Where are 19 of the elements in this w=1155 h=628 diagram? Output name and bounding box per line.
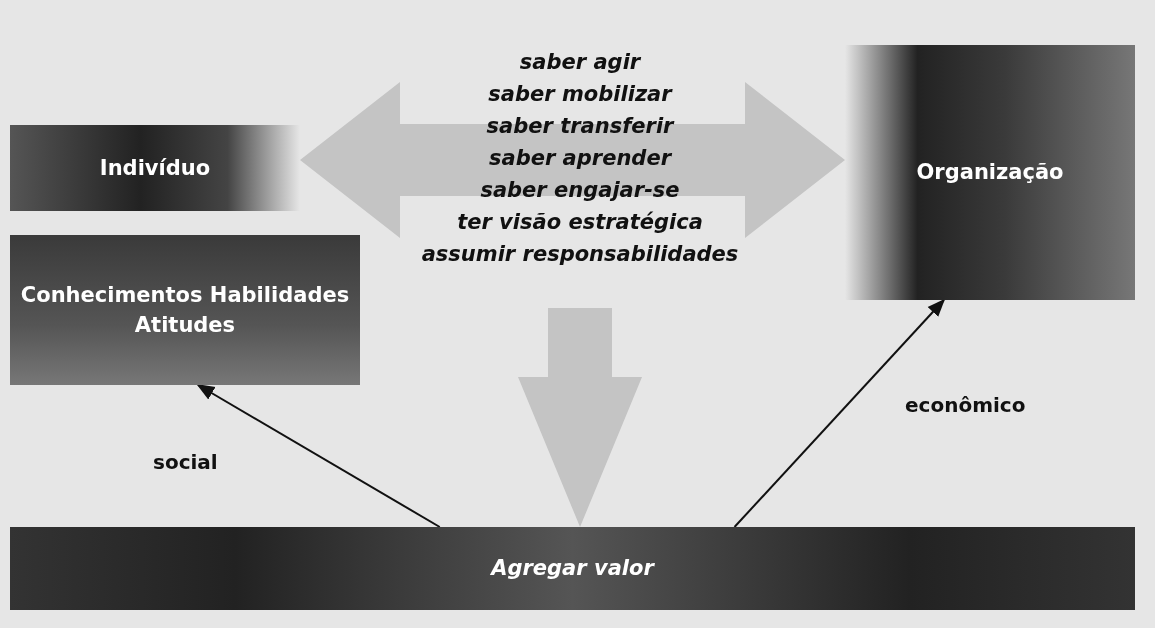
wide-arrow bbox=[518, 308, 642, 527]
band-label: Organização bbox=[916, 159, 1064, 187]
arrow bbox=[733, 298, 946, 528]
wide-arrow bbox=[300, 82, 845, 238]
phrase: saber mobilizar bbox=[488, 81, 672, 108]
phrase: saber transferir bbox=[486, 113, 674, 140]
phrase: saber engajar-se bbox=[480, 177, 680, 204]
phrase: saber aprender bbox=[489, 145, 671, 172]
phrase: assumir responsabilidades bbox=[421, 241, 739, 268]
band bbox=[10, 235, 360, 385]
arrow bbox=[196, 384, 441, 528]
phrase: ter visão estratégica bbox=[457, 209, 703, 236]
band-label: Conhecimentos Habilidades Atitudes bbox=[19, 281, 351, 339]
band bbox=[10, 125, 300, 211]
band bbox=[845, 45, 1135, 300]
band-label: Agregar valor bbox=[491, 555, 654, 583]
phrase: saber agir bbox=[519, 49, 641, 76]
band-label: Indivíduo bbox=[99, 154, 211, 182]
band bbox=[10, 527, 1135, 610]
